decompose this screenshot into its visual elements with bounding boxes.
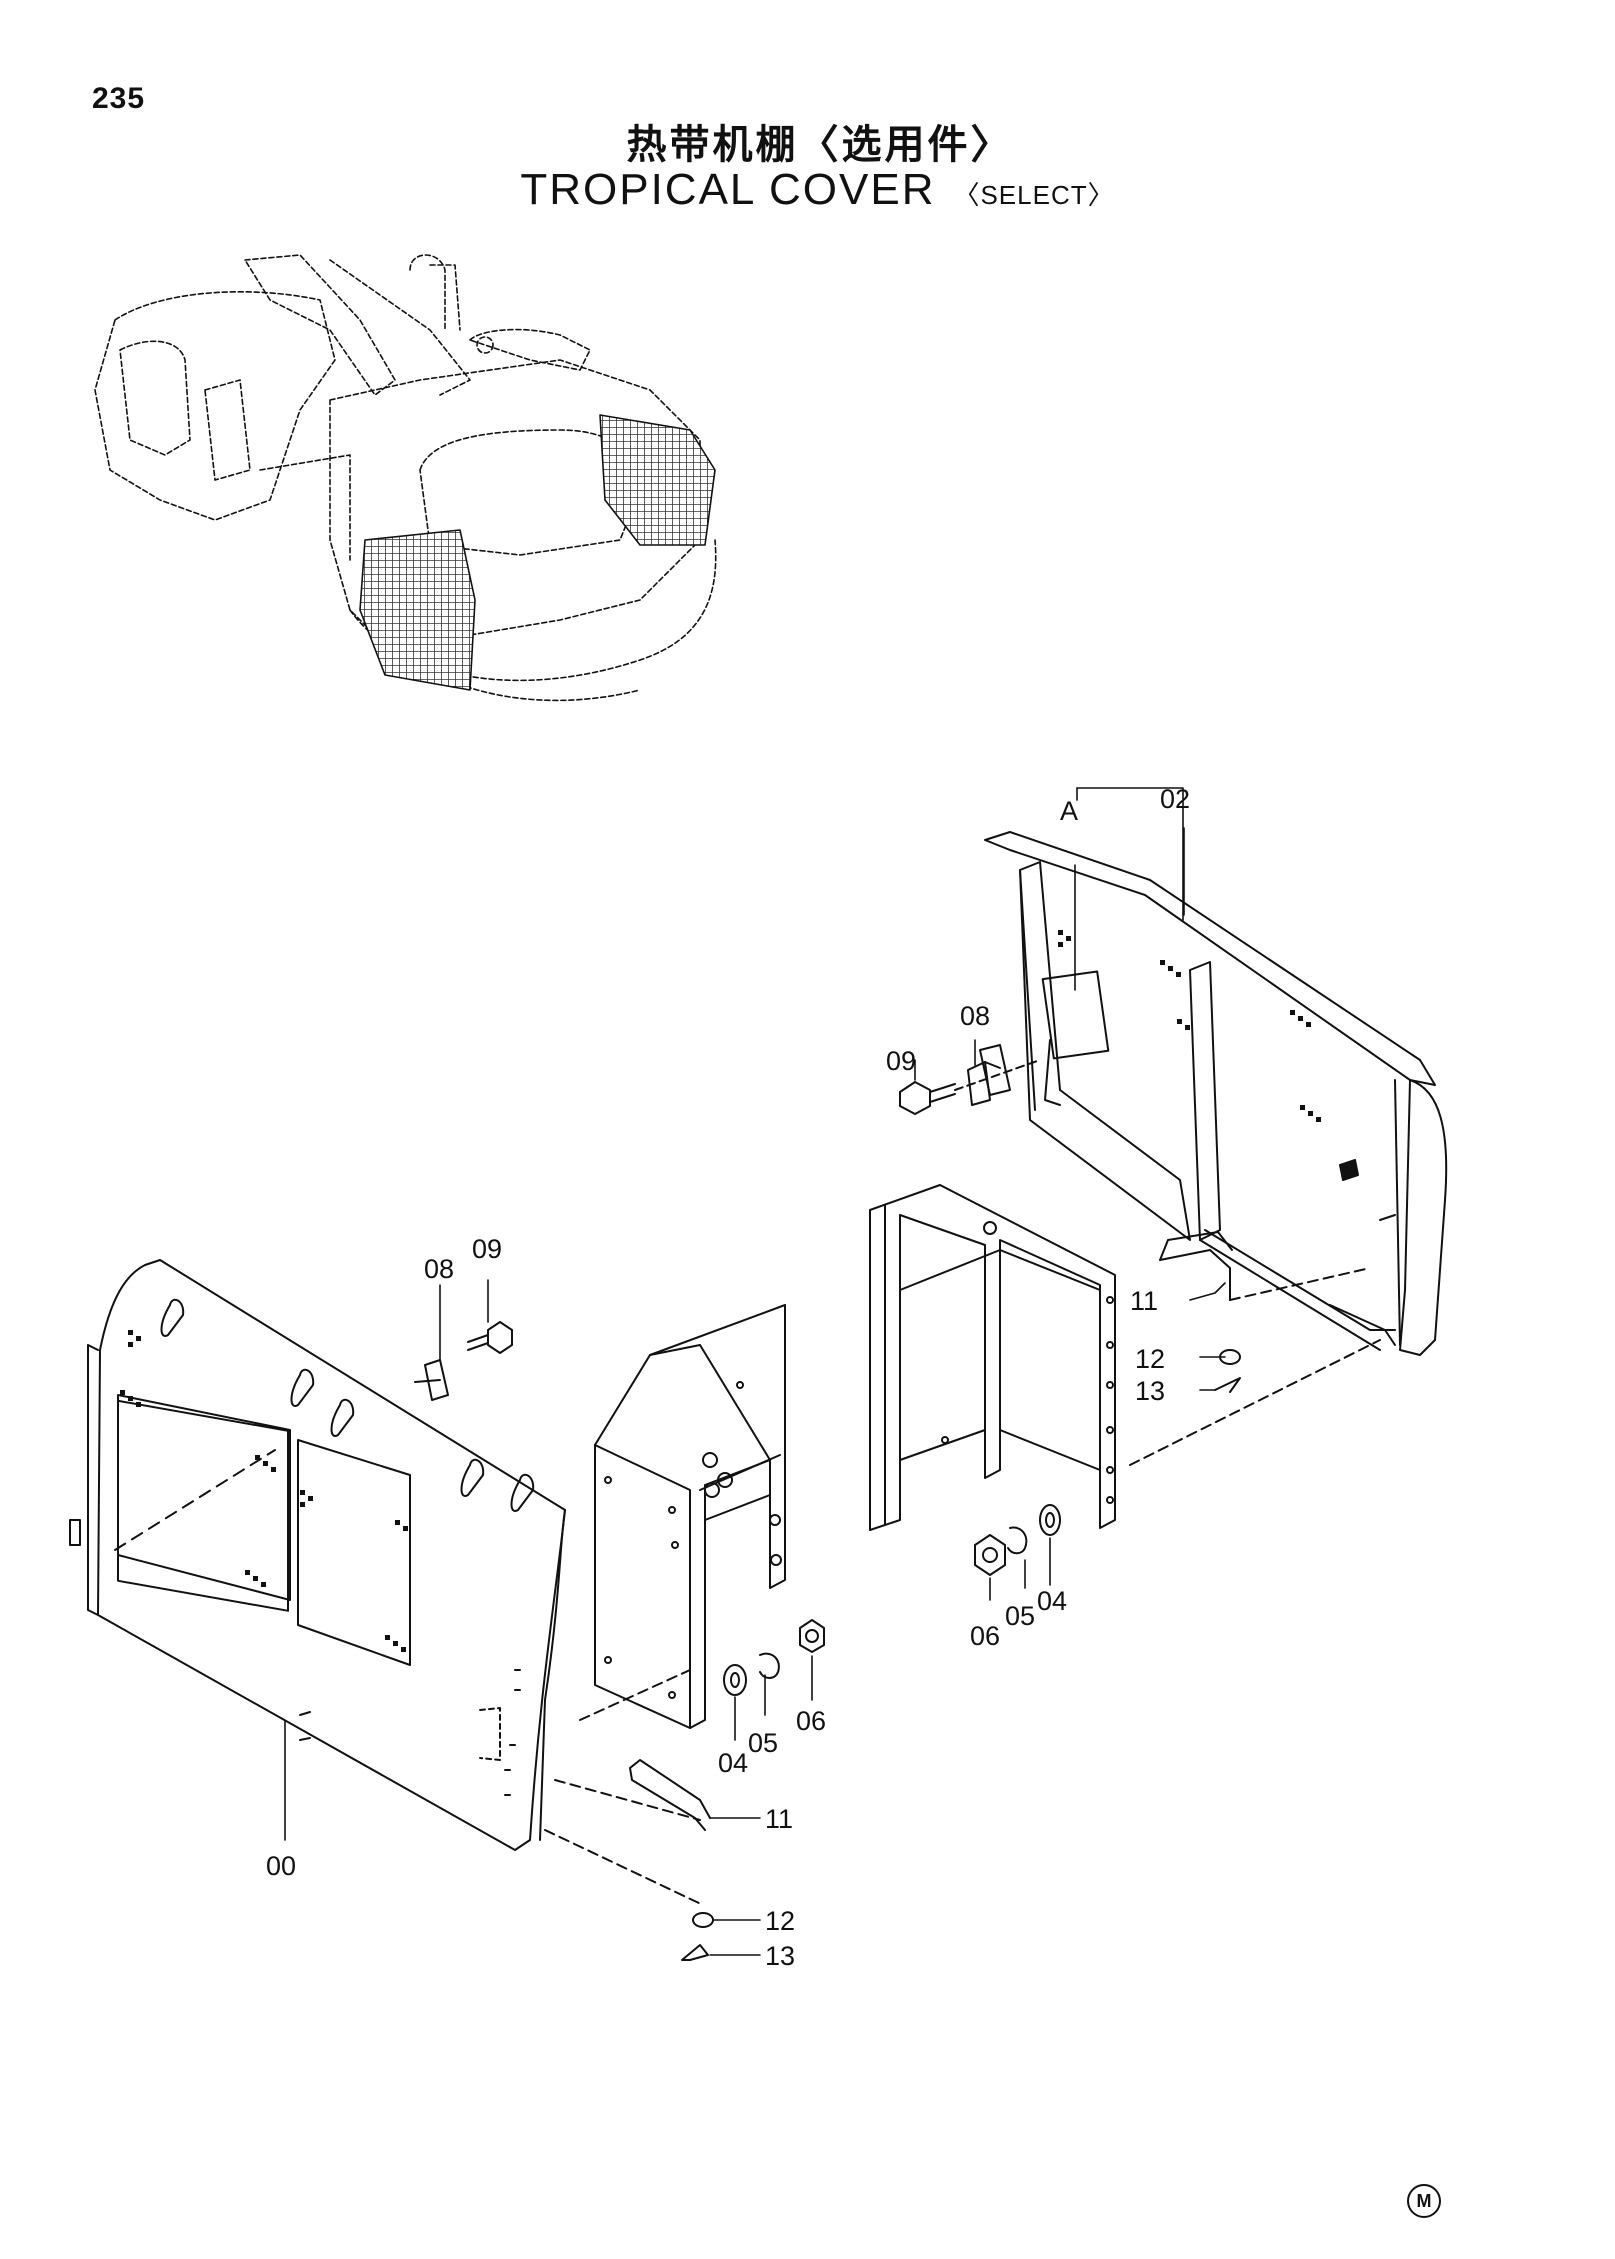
callout-13-lower: 13 [765,1941,795,1971]
bracket-frame-right [869,1184,1116,1531]
side-mesh-grille [359,529,476,691]
callout-11-lower: 11 [765,1804,793,1834]
title-english: TROPICAL COVER 〈SELECT〉 [0,165,1615,215]
leader-lines [284,787,1226,1956]
title-chinese: 热带机棚〈选用件〉 [626,122,1014,168]
rear-mesh-grille [599,414,716,546]
callout-A: A [1060,796,1078,826]
clip-08-upper [967,1061,1001,1106]
bolt-09-upper [899,1081,956,1115]
callout-09-lower: 09 [472,1234,502,1264]
callout-08-upper: 08 [960,1001,990,1031]
part-02-assembly [979,831,1448,1356]
manufacturer-mark: M [1407,2184,1441,2218]
clip-08-lower [414,1359,449,1401]
callout-04-upper: 04 [1037,1586,1067,1616]
callout-12-upper: 12 [1135,1344,1165,1374]
callout-09-upper: 09 [886,1046,916,1076]
callout-08-lower: 08 [424,1254,454,1284]
callout-06-upper: 06 [970,1621,1000,1651]
bolt-09-lower [467,1321,513,1354]
callout-12-lower: 12 [765,1906,795,1936]
page-number: 235 [92,82,146,115]
title-english-main: TROPICAL COVER [520,165,936,214]
part-02-vent-marks [1058,930,1321,1122]
title-select-suffix: 〈SELECT〉 [953,180,1115,210]
callout-05-upper: 05 [1005,1601,1035,1631]
callout-05-lower: 05 [748,1728,778,1758]
hardware-lower [723,1619,825,1696]
washer-12-lower [692,1912,714,1928]
handle-11-lower [629,1759,711,1831]
callout-13-upper: 13 [1135,1376,1165,1406]
pin-13-lower [681,1944,709,1961]
callout-11-upper: 11 [1130,1286,1158,1316]
part-00-panel [69,1259,566,1851]
callout-00: 00 [266,1851,296,1881]
callout-06-lower: 06 [796,1706,826,1736]
callout-04-lower: 04 [718,1748,748,1778]
handle-11-upper [1159,1231,1233,1301]
bracket-frame-left [594,1304,786,1729]
callout-02: 02 [1160,784,1190,814]
part-00-vent-marks [120,1330,408,1652]
excavator-overview [94,254,717,702]
